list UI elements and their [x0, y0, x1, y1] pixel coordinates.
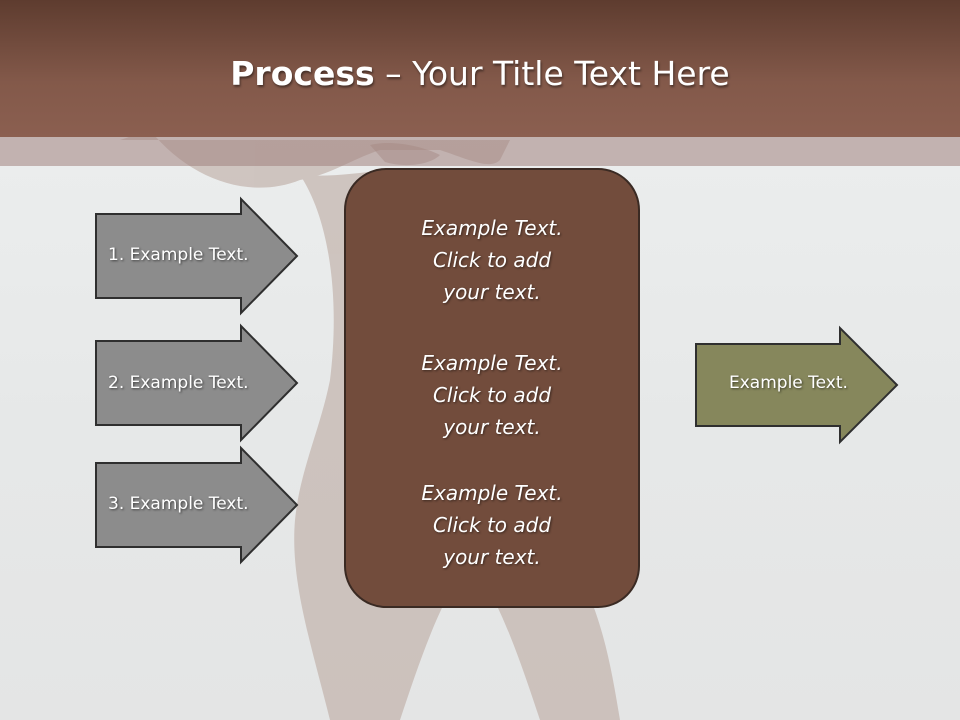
center-paragraph-3: Example Text. Click to add your text.	[344, 477, 640, 573]
slide-title-rest: – Your Title Text Here	[374, 54, 730, 93]
center-paragraph-3-line-3: your text.	[443, 545, 541, 569]
center-paragraph-3-line-2: Click to add	[432, 513, 552, 537]
right-arrow-label: Example Text.	[729, 373, 848, 393]
center-paragraph-2: Example Text. Click to add your text.	[344, 347, 640, 443]
center-paragraph-1: Example Text. Click to add your text.	[344, 212, 640, 308]
left-arrow-3[interactable]	[95, 445, 299, 565]
left-arrow-3-label: 3. Example Text.	[108, 494, 249, 514]
center-paragraph-2-line-1: Example Text.	[421, 351, 563, 375]
title-bar	[0, 0, 960, 137]
center-paragraph-1-line-1: Example Text.	[421, 216, 563, 240]
center-paragraph-2-line-3: your text.	[443, 415, 541, 439]
title-bar-band	[0, 137, 960, 166]
slide-title-bold: Process	[230, 54, 375, 93]
left-arrow-2-label: 2. Example Text.	[108, 373, 249, 393]
slide-title[interactable]: Process – Your Title Text Here	[0, 52, 960, 96]
center-paragraph-1-line-2: Click to add	[432, 248, 552, 272]
right-arrow[interactable]	[695, 325, 899, 445]
left-arrow-2[interactable]	[95, 323, 299, 443]
center-paragraph-1-line-3: your text.	[443, 280, 541, 304]
left-arrow-1[interactable]	[95, 196, 299, 316]
center-paragraph-2-line-2: Click to add	[432, 383, 552, 407]
center-text-box[interactable]	[344, 168, 640, 608]
center-paragraph-3-line-1: Example Text.	[421, 481, 563, 505]
left-arrow-1-label: 1. Example Text.	[108, 245, 249, 265]
